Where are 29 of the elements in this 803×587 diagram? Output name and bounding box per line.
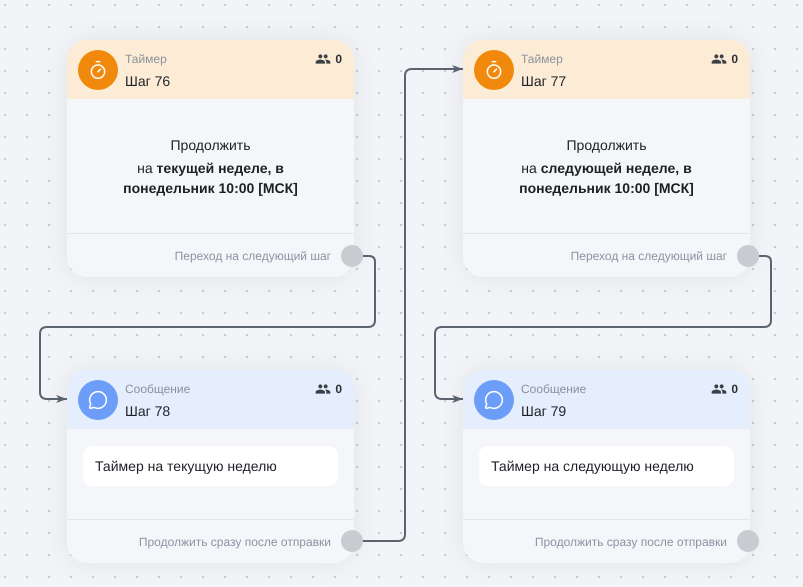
connector-arrow (362, 65, 464, 542)
connection-port (737, 245, 759, 267)
message-bubble: Таймер на текущую неделю (83, 446, 338, 486)
step-card (463, 40, 750, 277)
step-type-label: Таймер (125, 51, 168, 67)
step-title: Шаг 77 (521, 72, 566, 91)
step-title: Шаг 76 (125, 72, 170, 91)
step-card (67, 370, 354, 563)
transition-label: Переход на следующий шаг (174, 248, 331, 264)
timer-condition-text: Продолжить (170, 136, 251, 154)
connection-port (341, 530, 363, 552)
transition-label: Продолжить сразу после отправки (138, 534, 331, 550)
step-title: Шаг 78 (125, 402, 172, 421)
timer-condition-text: на текущей неделе, в понедельник 10:00 [МСК] (122, 158, 299, 198)
step-type-label: Сообщение (125, 381, 190, 397)
step-type-label: Таймер (521, 51, 564, 67)
step-type-label: Сообщение (521, 381, 586, 397)
message-bubble: Таймер на следующую неделю (479, 446, 734, 486)
timer-condition-text: Продолжить (566, 136, 647, 154)
subscriber-count: 0 (731, 381, 738, 397)
subscriber-count: 0 (731, 51, 738, 67)
step-title: Шаг 79 (521, 402, 568, 421)
subscriber-count: 0 (335, 51, 342, 67)
timer-condition-text: на следующей неделе, в понедельник 10:00 [МСК] (518, 158, 695, 198)
subscriber-count: 0 (335, 381, 342, 397)
transition-label: Продолжить сразу после отправки (534, 534, 727, 550)
step-card (463, 370, 750, 563)
transition-label: Переход на следующий шаг (570, 248, 727, 264)
step-card (67, 40, 354, 277)
